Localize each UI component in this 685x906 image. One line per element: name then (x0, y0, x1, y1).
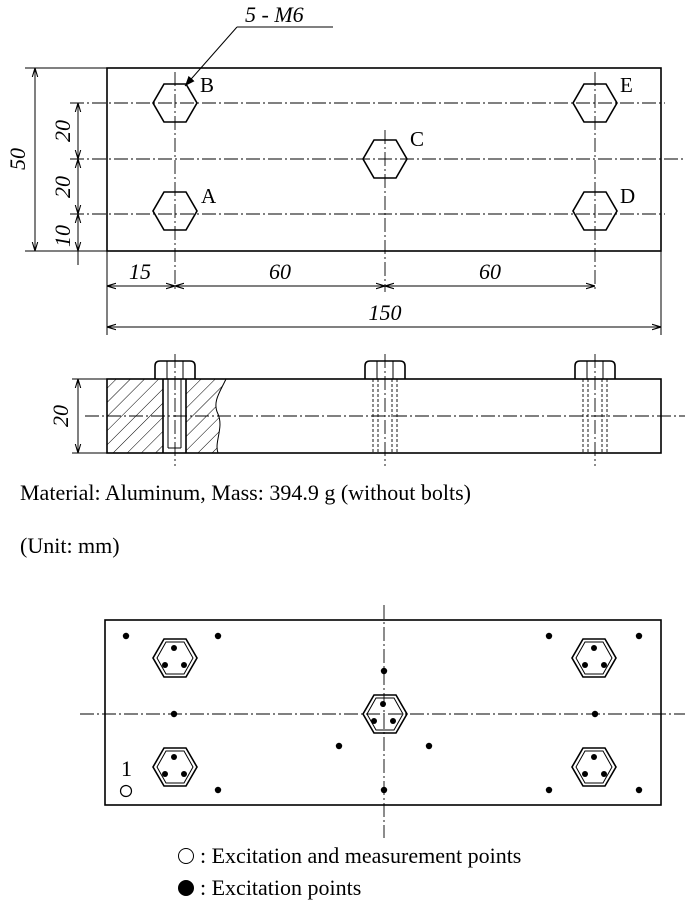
legend-open: : Excitation and measurement points (178, 843, 521, 869)
excitation-point (582, 662, 588, 668)
excitation-point (601, 662, 607, 668)
dim-60-right: 60 (479, 259, 501, 284)
excitation-point (181, 771, 187, 777)
dim-20-lower: 20 (50, 176, 75, 198)
dim-60-left: 60 (269, 259, 291, 284)
excitation-point (162, 771, 168, 777)
hex-top-right (571, 638, 617, 678)
legend-open-label: : Excitation and measurement points (200, 843, 522, 868)
measurement-point (119, 784, 133, 798)
dim-10: 10 (50, 225, 75, 247)
excitation-point (171, 754, 177, 760)
excitation-point (591, 645, 597, 651)
excitation-point (635, 786, 643, 794)
hole-label-e: E (620, 73, 633, 97)
plate-outline-points (104, 619, 662, 806)
legend-filled-label: : Excitation points (200, 875, 362, 900)
excitation-point (390, 718, 396, 724)
bolt-head-a (152, 191, 198, 231)
section-break-line (215, 378, 227, 454)
hole-label-d: D (620, 184, 635, 208)
excitation-point (170, 710, 178, 718)
excitation-point (582, 771, 588, 777)
hex-center (362, 694, 408, 734)
excitation-point (545, 632, 553, 640)
unit-note: (Unit: mm) (20, 533, 120, 558)
open-circle-icon (178, 848, 194, 864)
dim-150: 150 (369, 300, 402, 325)
excitation-point (591, 710, 599, 718)
excitation-point (335, 742, 343, 750)
dim-15: 15 (129, 259, 151, 284)
hole-label-b: B (200, 73, 214, 97)
top-view: B E C A D 5 - M6 50 20 20 10 15 60 60 15… (5, 2, 685, 335)
callout-leader (184, 26, 238, 87)
hex-top-left (152, 638, 198, 678)
excitation-point (591, 754, 597, 760)
legend-filled: : Excitation points (178, 875, 361, 901)
filled-circle-icon (178, 880, 194, 896)
excitation-point (214, 786, 222, 794)
excitation-points (122, 632, 643, 794)
thread-callout: 5 - M6 (245, 2, 304, 27)
excitation-point (380, 786, 388, 794)
excitation-point (635, 632, 643, 640)
excitation-point (371, 718, 377, 724)
dim-20-upper: 20 (50, 120, 75, 142)
excitation-point (162, 662, 168, 668)
hole-label-a: A (201, 184, 217, 208)
excitation-point (122, 632, 130, 640)
bolt-head-c (362, 139, 408, 179)
excitation-point (181, 662, 187, 668)
hex-bottom-left (152, 747, 198, 787)
excitation-point (380, 667, 388, 675)
excitation-point (214, 632, 222, 640)
bolt-head-e (572, 83, 618, 123)
side-view: 20 (48, 354, 685, 466)
excitation-point (171, 645, 177, 651)
excitation-point (380, 701, 386, 707)
hole-label-c: C (410, 127, 424, 151)
dim-20-side: 20 (48, 405, 73, 427)
plate-outline-top (106, 67, 662, 252)
bolt-head-d (572, 191, 618, 231)
excitation-point (425, 742, 433, 750)
hex-bottom-right (571, 747, 617, 787)
point-number: 1 (121, 756, 132, 781)
dim-50: 50 (5, 148, 30, 170)
excitation-point (545, 786, 553, 794)
points-view: 1 (80, 605, 685, 838)
excitation-point (601, 771, 607, 777)
material-note: Material: Aluminum, Mass: 394.9 g (witho… (20, 480, 471, 505)
